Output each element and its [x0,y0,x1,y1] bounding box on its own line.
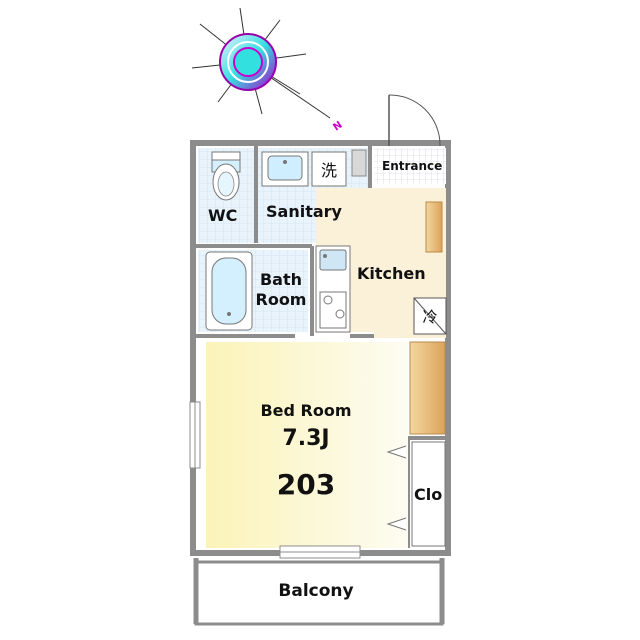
closet [411,441,446,547]
room-label-sanitary: Sanitary [266,202,342,221]
bathtub [205,251,253,331]
entrance-floor [374,148,446,184]
kitchen-counter [315,245,351,333]
kitchen-shelf [425,201,443,253]
duct [351,149,367,177]
compass: N [191,7,345,134]
north-label: N [331,120,344,134]
entrance-door [388,94,441,147]
room-label-bedroom: Bed Room [260,401,352,420]
room-label-bath-line1: Bath [259,270,303,289]
room-label-bath: Bath Room [250,270,312,310]
bedroom-floor [206,342,408,548]
room-label-balcony: Balcony [278,581,354,601]
room-label-entrance: Entrance [382,159,443,173]
room-label-bath-line2: Room [255,290,307,309]
room-label-kitchen: Kitchen [357,264,426,283]
toilet-fixture [211,151,241,201]
bedroom-size: 7.3J [282,426,330,451]
unit-number: 203 [276,468,336,501]
wash-basin [261,151,309,187]
balcony-area [194,560,444,626]
washer-symbol: 洗 [321,161,337,180]
fridge-symbol: 冷 [422,308,437,326]
washer-space [311,151,347,187]
room-label-closet: Clo [414,485,443,504]
bedroom-closet-shelf [409,341,446,435]
room-label-wc: WC [208,206,238,225]
